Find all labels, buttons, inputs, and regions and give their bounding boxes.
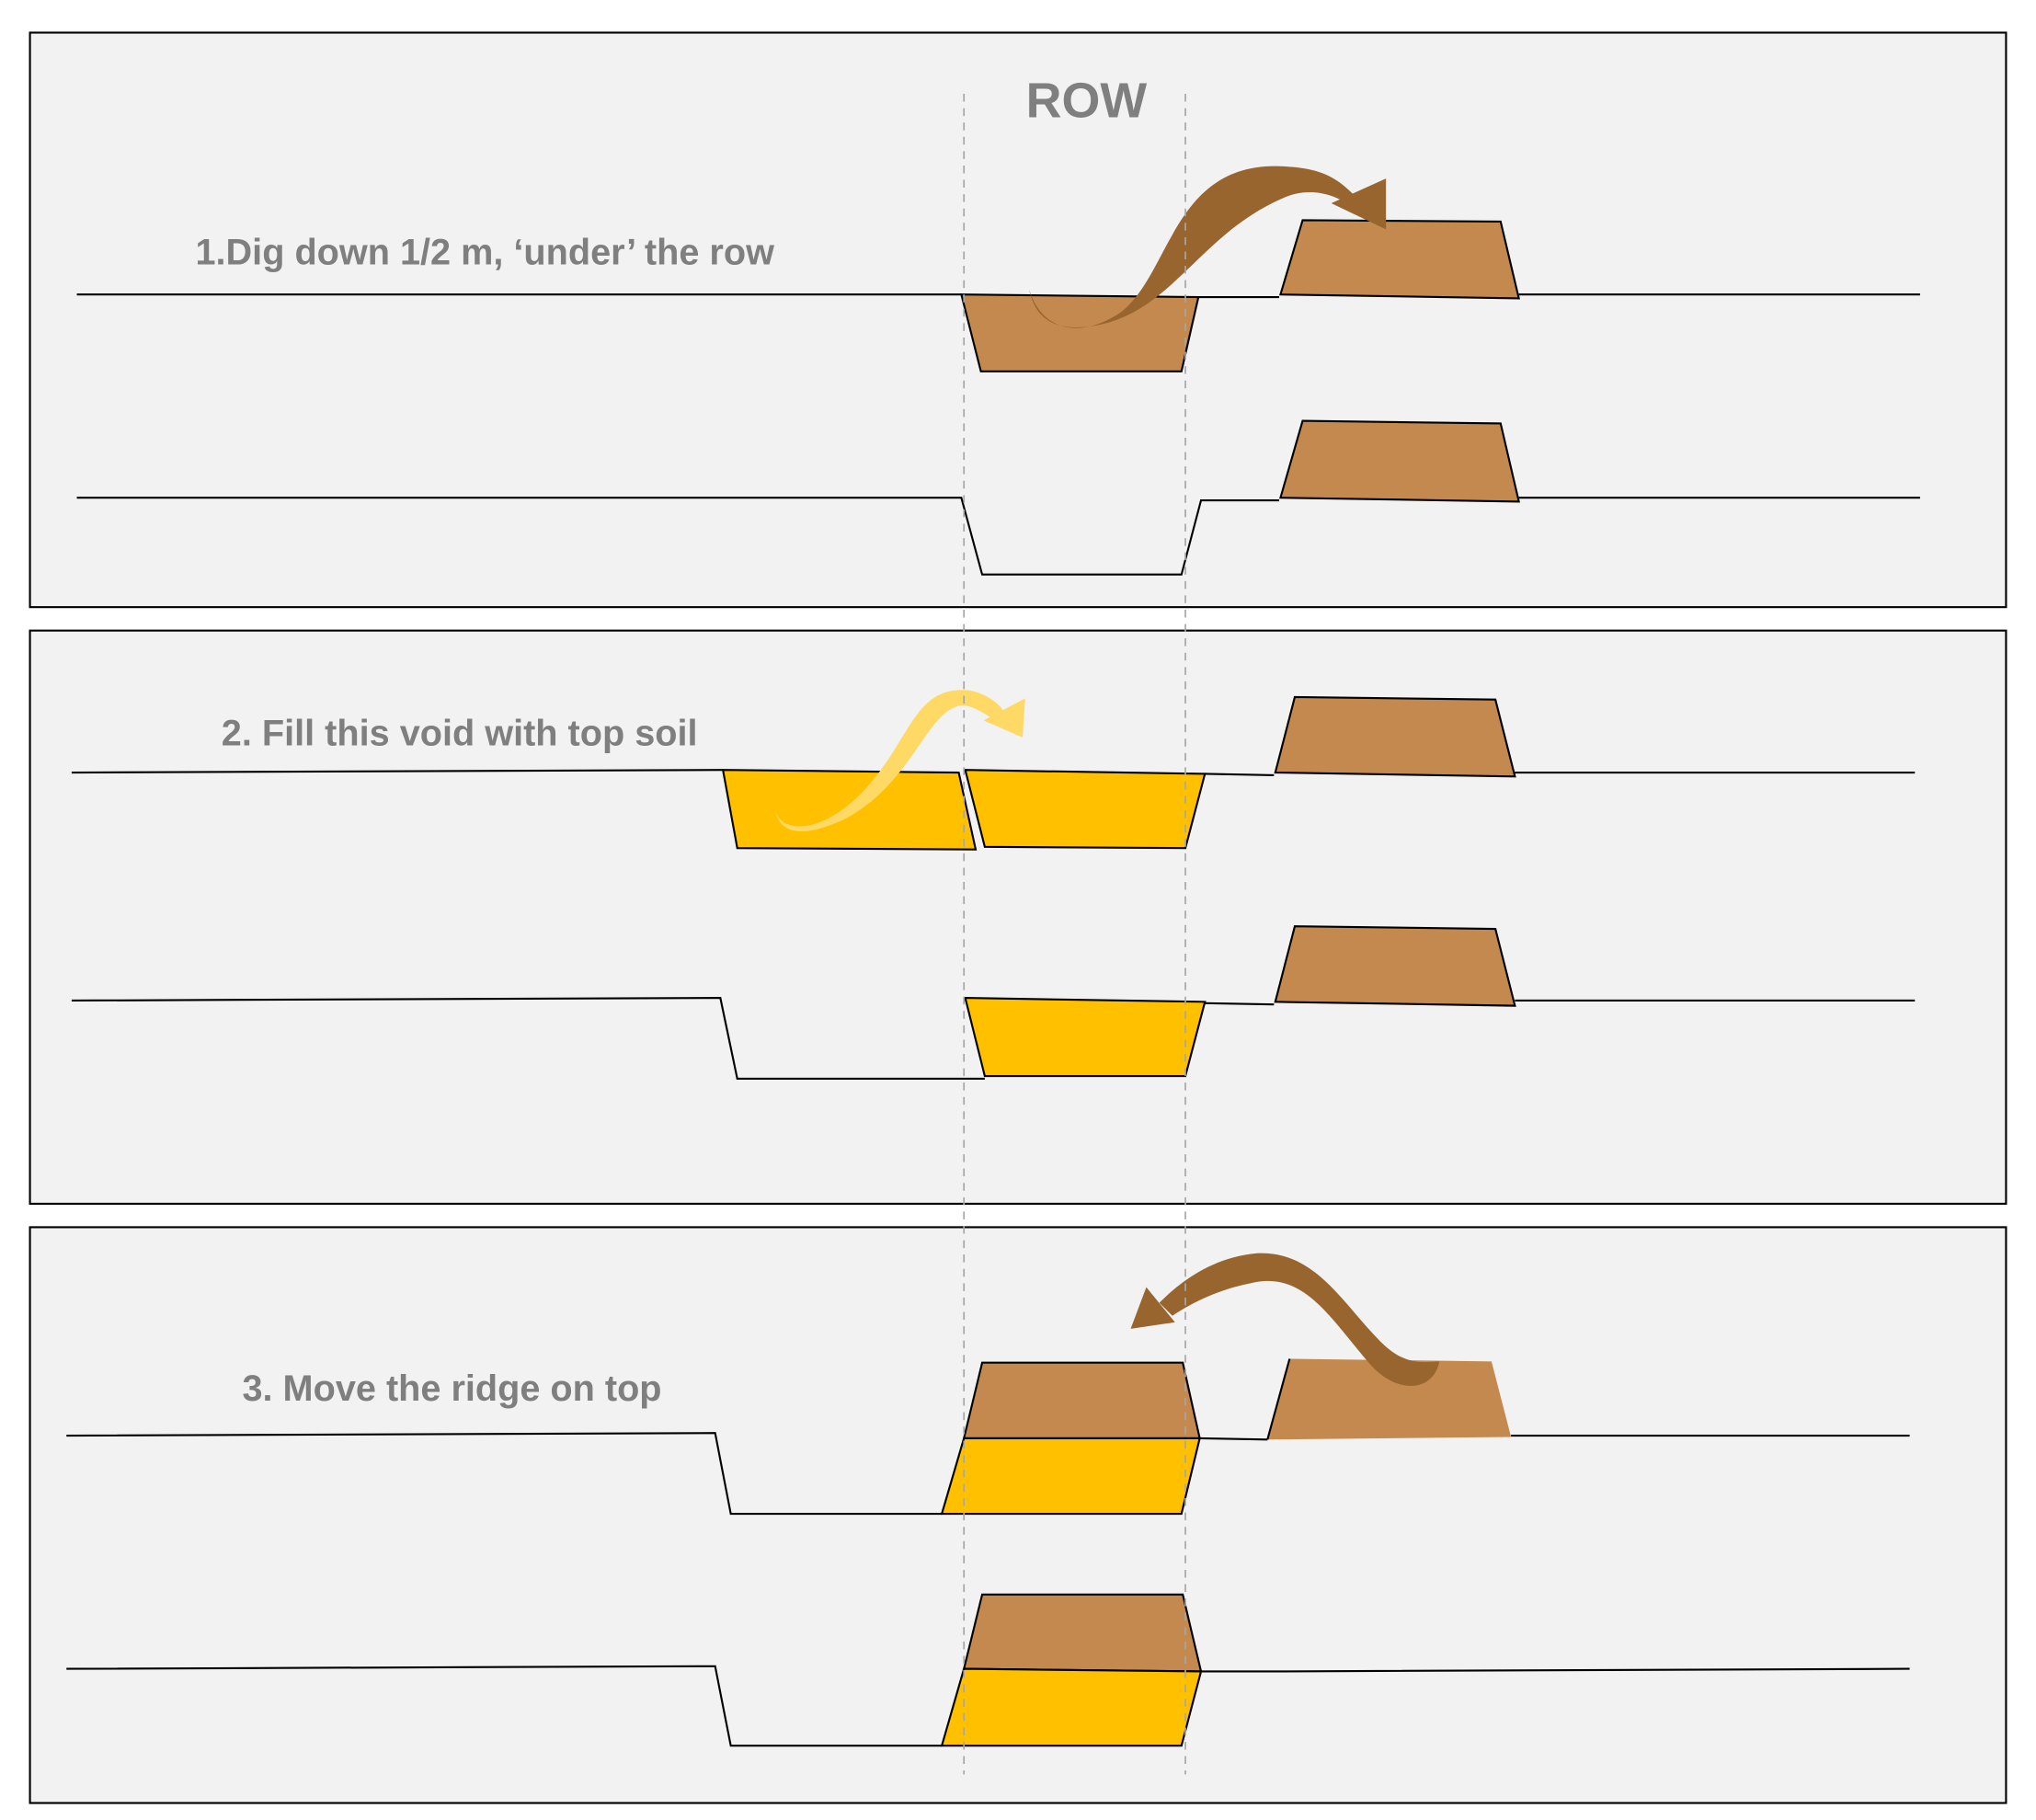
subsoil-ridge [1279, 419, 1520, 503]
topsoil-block [940, 1437, 1201, 1516]
subsoil-block-moved [962, 1361, 1201, 1439]
ground-line [1201, 1667, 1910, 1673]
move-topsoil-arrow [774, 690, 1003, 831]
ground-line [1205, 773, 1275, 776]
panel-step-3: 3. Move the ridge on top [29, 1226, 2007, 1804]
trench-profile [71, 997, 985, 1080]
subsoil-ridge [1274, 925, 1516, 1007]
move-ridge-arrow [1159, 1253, 1440, 1386]
topsoil-block-trench [964, 769, 1207, 850]
subsoil-ridge [1279, 219, 1520, 300]
panel-step-2: 2. Fill this void with top soil [29, 629, 2007, 1205]
topsoil-block-trench [964, 997, 1207, 1078]
trench-profile [76, 497, 1280, 576]
trench-profile [66, 1665, 943, 1747]
arrow-head [983, 698, 1025, 738]
ground-line [1205, 1002, 1275, 1006]
trench-profile [66, 1432, 943, 1516]
ground-line [71, 769, 724, 774]
arrow-head [1331, 178, 1387, 230]
topsoil-block-final [940, 1667, 1203, 1747]
step-3-label: 3. Move the ridge on top [242, 1368, 661, 1409]
row-title: ROW [1026, 74, 1148, 129]
subsoil-ridge-old [1267, 1358, 1512, 1440]
panel-step-1: 1.Dig down 1/2 m, ‘under’ the row [29, 31, 2007, 609]
move-subsoil-arrow [1029, 166, 1362, 328]
ground-line [1199, 1437, 1268, 1441]
step-2-label: 2. Fill this void with top soil [222, 713, 698, 753]
ridge-outline [1266, 1358, 1291, 1440]
subsoil-ridge [1274, 695, 1516, 778]
subsoil-block-final [962, 1593, 1203, 1673]
subsoil-block-trench [960, 293, 1200, 372]
step-1-label: 1.Dig down 1/2 m, ‘under’ the row [195, 233, 774, 273]
arrow-head [1130, 1287, 1175, 1329]
